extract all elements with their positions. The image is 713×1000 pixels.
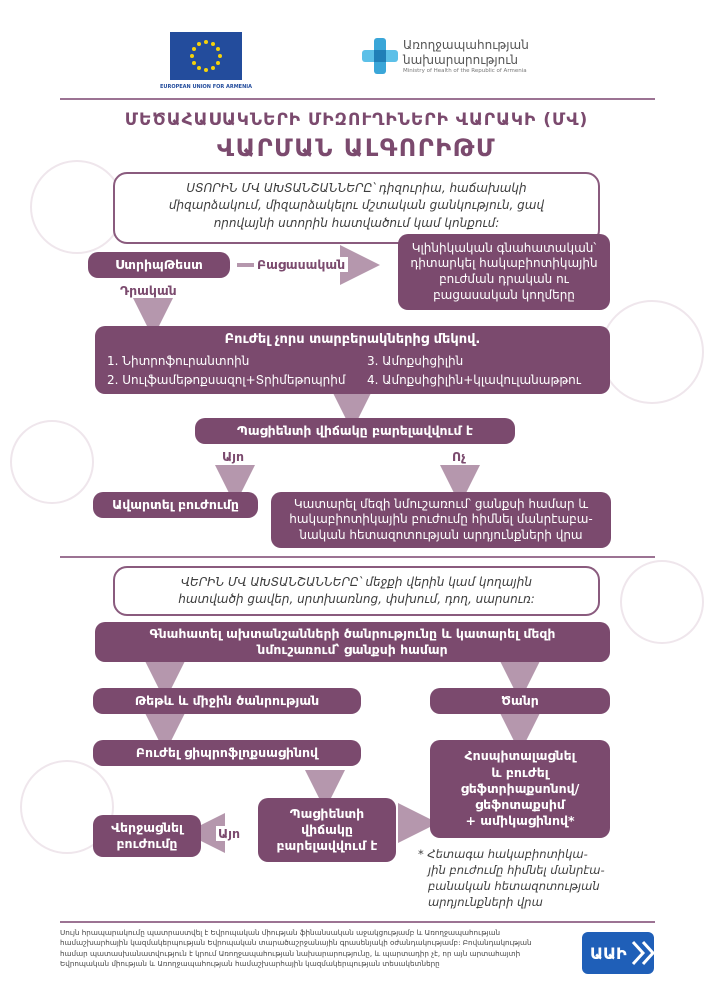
text-line: նմուշառում՝ ցանքսի համար: [257, 642, 448, 657]
footer-disclaimer: Սույն հրապարակումը պատրաստվել է Եվրոպակա…: [60, 928, 580, 970]
text-line: բացասական կողմերը: [433, 287, 575, 302]
options-row: 1. Նիտրոֆուրանտոին 2. Սուլֆամեթոքսազոլ+Տ…: [107, 352, 598, 390]
ministry-name-en: Ministry of Health of the Republic of Ar…: [403, 68, 527, 74]
text-line: ՎԵՐԻՆ ՄՎ ԱԽՏԱՆՇԱՆՆԵՐԸ՝ մեջքի վերին կամ կ…: [181, 575, 532, 589]
ministry-name-line: նախարարություն: [403, 53, 519, 67]
ciprofloxacin-box: Բուժել ցիպրոֆլոքսացինով: [93, 740, 361, 766]
option-1: 1. Նիտրոֆուրանտոին: [107, 353, 250, 368]
text-line: Սույն հրապարակումը պատրաստվել է Եվրոպակա…: [60, 928, 501, 937]
finish-treatment-box: Ավարտել բուժումը: [93, 492, 258, 518]
text-line: համաշխարհային կազմակերպության Եվրոպական …: [60, 938, 532, 948]
page-title: ՄԵԾԱՀԱՍԱԿՆԵՐԻ ՄԻԶՈՒՂԻՆԵՐԻ ՎԱՐԱԿԻ (ՄՎ) ՎԱ…: [0, 110, 713, 162]
assess-severity-box: Գնահատել ախտանշանների ծանրությունը և կատ…: [95, 622, 610, 662]
text-line: միզարձակում, միզարձակելու մշտական ցանկու…: [168, 198, 545, 213]
no-label-lower: Ոչ: [452, 449, 466, 464]
eu-flag-logo: [170, 32, 242, 80]
header-divider: [60, 98, 655, 100]
text-line: բուժումը: [116, 836, 178, 851]
text-line: Գնահատել ախտանշանների ծանրությունը և կատ…: [149, 625, 556, 641]
text-line: բարելավվում է: [276, 838, 378, 854]
text-line: արդյունքների վրա: [428, 895, 543, 910]
footnote: * Հետագա հակաբիոտիկա- յին բուժումը հիմնե…: [418, 846, 618, 910]
positive-label: Դրական: [120, 283, 177, 298]
ministry-name-line: Առողջապահության: [403, 38, 529, 52]
option-2: 2. Սուլֆամեթոքսազոլ+Տրիմեթոպրիմ: [107, 373, 346, 388]
text-line: որովայնի ստորին հատվածում կամ կոնքում:: [213, 215, 500, 230]
stop-treatment-box: Վերջացնել բուժումը: [93, 815, 201, 857]
mild-moderate-box: Թեթև և միջին ծանրության: [93, 688, 361, 714]
improves-box-upper: Պացիենտի վիճակը բարելավվում է: [258, 798, 396, 862]
text-line: ցեֆտրիաքսոնով/: [460, 780, 580, 796]
treatment-options-box: Բուժել չորս տարբերակներից մեկով. 1. Նիտր…: [95, 326, 610, 394]
text-line: վիճակը: [301, 821, 353, 837]
yes-label-lower: Այո: [222, 449, 245, 464]
text-line: բուժման դրական ու: [439, 272, 569, 286]
negative-label: Բացասական: [254, 257, 349, 272]
urine-culture-box: Կատարել մեզի նմուշառում՝ ցանքսի համար և …: [271, 492, 611, 548]
upper-uti-symptoms: ՎԵՐԻՆ ՄՎ ԱԽՏԱՆՇԱՆՆԵՐԸ՝ մեջքի վերին կամ կ…: [113, 566, 600, 616]
text-line: Վերջացնել: [111, 819, 183, 835]
text-line: յին բուժումը հիմնել մանրէա-: [428, 863, 605, 878]
text-line: հատվածի ցավեր, սրտխառնոց, փսխում, դող, ս…: [178, 592, 535, 607]
text-line: Կլինիկական գնահատական՝: [411, 240, 597, 255]
improves-box-lower: Պացիենտի վիճակը բարելավվում է: [195, 418, 515, 444]
text-line: Եվրոպական միության և Առողջապահության համ…: [60, 959, 440, 969]
hospitalize-box: Հոսպիտալացնել և բուժել ցեֆտրիաքսոնով/ ցե…: [430, 740, 610, 838]
aai-logo-text: ԱԱԻ: [590, 943, 627, 963]
aai-logo: ԱԱԻ: [582, 932, 654, 974]
options-col: 3. Ամոքսիցիլին 4. Ամոքսիցիլին+կլավուլանա…: [367, 352, 581, 390]
yes-label-upper: Այո: [216, 826, 243, 841]
background-pattern: [20, 760, 114, 854]
text-line: + ամիկացինով*: [465, 813, 575, 829]
title-line-2: ՎԱՐՄԱՆ ԱԼԳՈՐԻԹՄ: [216, 134, 497, 162]
title-line-1: ՄԵԾԱՀԱՍԱԿՆԵՐԻ ՄԻԶՈՒՂԻՆԵՐԻ ՎԱՐԱԿԻ (ՄՎ): [124, 110, 589, 130]
text-line: համար պատասխանատվություն է կրում Առողջապ…: [60, 948, 521, 958]
text-line: Կատարել մեզի նմուշառում՝ ցանքսի համար և: [293, 496, 589, 511]
strip-test-box: ՍտրիպԹեստ: [88, 252, 230, 278]
treatment-header: Բուժել չորս տարբերակներից մեկով.: [224, 332, 481, 347]
eu-flag-caption: EUROPEAN UNION FOR ARMENIA: [160, 84, 253, 90]
background-pattern: [10, 420, 94, 504]
text-line: Հոսպիտալացնել: [464, 748, 576, 764]
text-line: դիտարկել հակաբիոտիկային: [410, 256, 598, 271]
text-line: և բուժել: [491, 764, 549, 780]
background-pattern: [620, 560, 704, 644]
ministry-name: Առողջապահության նախարարություն Ministry …: [403, 38, 529, 75]
footer-divider: [60, 921, 655, 923]
option-4: 4. Ամոքսիցիլին+կլավուլանաթթու: [367, 373, 582, 388]
text-line: Պացիենտի: [289, 805, 365, 821]
clinical-assessment-box: Կլինիկական գնահատական՝ դիտարկել հակաբիոտ…: [398, 234, 610, 310]
text-line: ցեֆոտաքսիմ: [475, 797, 565, 813]
option-3: 3. Ամոքսիցիլին: [367, 353, 464, 368]
eu-stars-icon: [190, 40, 222, 72]
options-col: 1. Նիտրոֆուրանտոին 2. Սուլֆամեթոքսազոլ+Տ…: [107, 352, 367, 390]
ministry-logo-icon: [362, 38, 398, 74]
chevrons-icon: [631, 940, 654, 966]
lower-uti-symptoms: ՍՏՈՐԻՆ ՄՎ ԱԽՏԱՆՇԱՆՆԵՐԸ՝ դիզուրիա, հաճախա…: [113, 172, 600, 244]
section-divider: [60, 556, 655, 558]
text-line: բանական հետազոտության: [428, 879, 600, 894]
severe-box: Ծանր: [430, 688, 610, 714]
text-line: ՍՏՈՐԻՆ ՄՎ ԱԽՏԱՆՇԱՆՆԵՐԸ՝ դիզուրիա, հաճախա…: [186, 181, 527, 195]
text-line: նական հետազոտության արդյունքների վրա: [299, 527, 583, 542]
text-line: հակաբիոտիկային բուժումը հիմնել մանրէաբա-: [289, 512, 593, 527]
text-line: * Հետագա հակաբիոտիկա-: [418, 847, 588, 861]
